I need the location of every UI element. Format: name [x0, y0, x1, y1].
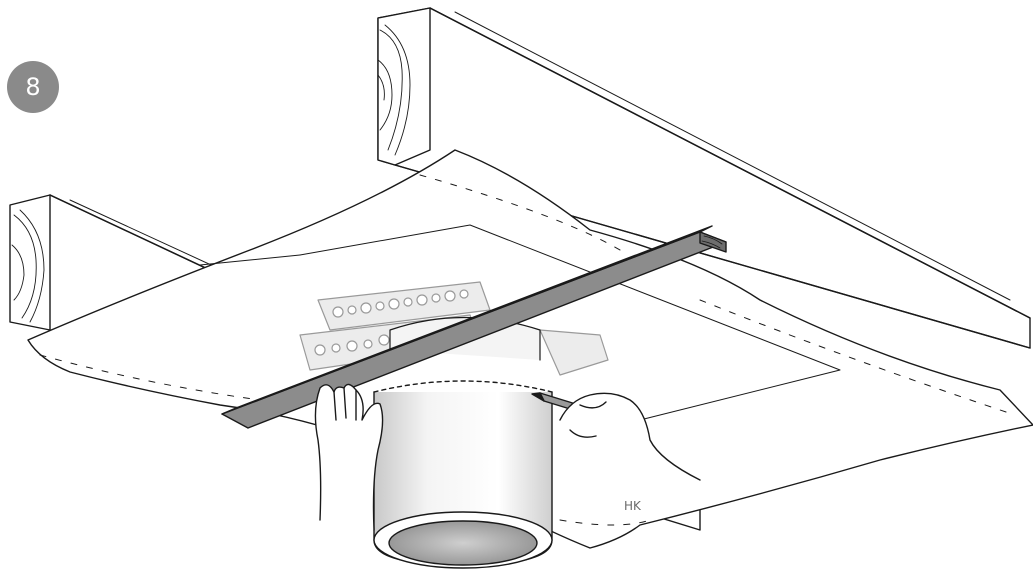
right-hand — [559, 392, 701, 481]
illustrator-signature: HK — [624, 499, 642, 513]
back-joist-end-grain — [377, 24, 411, 156]
step-number-badge: 8 — [7, 61, 59, 113]
board-end-grain — [701, 235, 723, 249]
straight-edge-board — [221, 225, 727, 429]
left-hand — [314, 383, 384, 531]
front-joist-end-grain — [11, 209, 45, 323]
step-number: 8 — [25, 73, 41, 101]
back-joist — [377, 7, 1031, 349]
round-duct — [373, 316, 553, 569]
